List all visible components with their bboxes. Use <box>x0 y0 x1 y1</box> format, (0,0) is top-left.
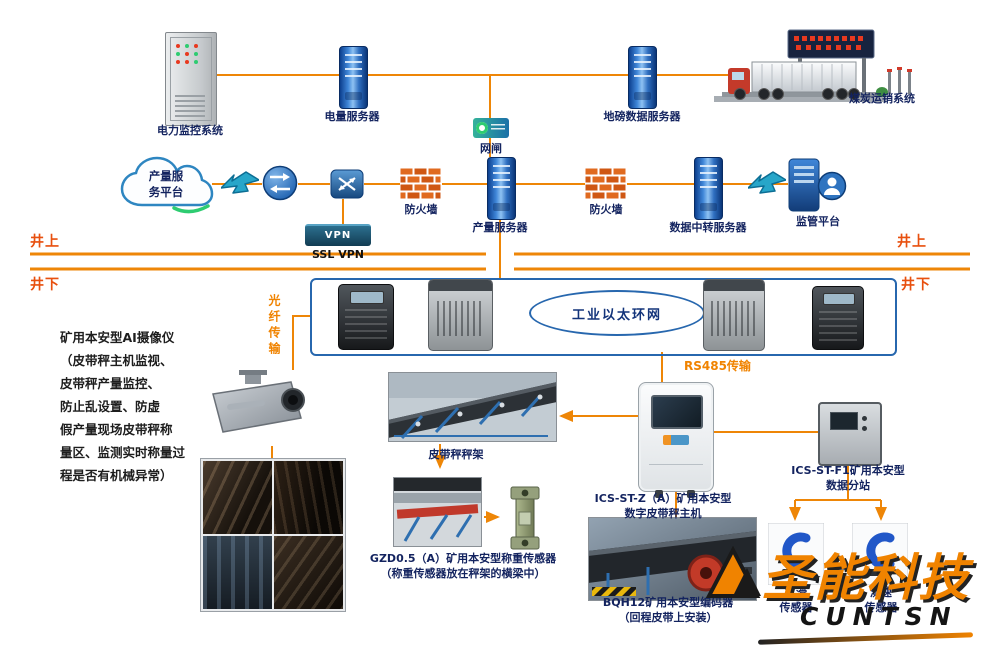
substation-label: ICS-ST-F1矿用本安型 数据分站 <box>791 464 905 492</box>
weighbridge-server-label: 地磅数据服务器 <box>603 110 681 123</box>
belt-frame-label: 皮带秤秤架 <box>428 448 484 461</box>
supervision-label: 监管平台 <box>796 215 840 228</box>
zone-surface-left: 井上 <box>30 234 60 250</box>
sensor-left-label: 打滑 传感器 <box>779 586 813 614</box>
indicator-lights-icon <box>176 44 202 68</box>
ai-camera-icon <box>212 370 305 433</box>
substation-button <box>862 416 867 421</box>
sensor-right-label: 测速 传感器 <box>864 586 898 614</box>
relay-server-label: 数据中转服务器 <box>669 221 747 234</box>
device-screen <box>349 290 385 304</box>
rs485-transmission-label: RS485传输 <box>684 359 751 373</box>
device-ridges <box>436 301 485 336</box>
cctv-feed-3 <box>203 536 272 609</box>
fiber-transmission-label: 光纤传输 <box>267 294 281 358</box>
supervision-platform-icon <box>788 158 847 212</box>
slip-sensor-icon <box>768 523 824 585</box>
ring-device-1 <box>338 284 394 350</box>
firewall-right-label: 防火墙 <box>589 203 623 216</box>
network-gap-icon <box>473 118 509 138</box>
brand-logo-icon <box>705 546 761 598</box>
weighbridge-server-icon <box>628 46 657 109</box>
firewall-left-label: 防火墙 <box>404 203 438 216</box>
truck-weighbridge-icon <box>714 29 912 102</box>
gateway-label: 网闸 <box>480 142 502 155</box>
vpn-device-icon: VPN <box>305 224 371 246</box>
cctv-feed-1 <box>203 461 272 534</box>
production-server-icon <box>487 157 516 220</box>
relay-server-icon <box>694 157 723 220</box>
zone-surface-right: 井上 <box>897 234 927 250</box>
device-ridges <box>819 310 857 342</box>
belt-detail-photo <box>393 477 482 547</box>
encoder-photo <box>588 517 757 601</box>
encoder-label: BQH12矿用本安型编码器 （回程皮带上安装） <box>602 596 734 624</box>
load-cell-icon <box>510 486 540 550</box>
cable-gland <box>687 490 695 498</box>
production-server-label: 产量服务器 <box>472 221 528 234</box>
brand-watermark-en: CUNTSN <box>800 602 958 631</box>
cable-gland <box>655 490 663 498</box>
load-cell-label: GZD0.5（A）矿用本安型称重传感器 （称重传感器放在秤架的横梁中） <box>369 552 557 580</box>
router-icon <box>262 165 298 201</box>
ai-camera-description: 矿用本安型AI摄像仪 （皮带秤主机监视、 皮带秤产量监控、 防止乱设置、防虚 假… <box>60 330 186 483</box>
device-ridges <box>711 301 757 336</box>
brand-watermark-cn: 圣能科技 <box>762 549 970 607</box>
lightning-icon <box>221 171 259 194</box>
data-substation-icon <box>818 402 882 466</box>
ring-device-2 <box>428 279 493 351</box>
belt-scale-host-icon <box>638 382 714 498</box>
host-panel-line <box>649 464 703 465</box>
host-label: ICS-ST-Z（A）矿用本安型 数字皮带秤主机 <box>594 492 732 520</box>
firewall-icon <box>400 168 442 200</box>
cloud-icon <box>120 156 214 214</box>
lightning-icon <box>748 171 786 194</box>
cctv-feed-2 <box>274 461 343 534</box>
speed-sensor-icon <box>852 523 908 585</box>
firewall-icon <box>585 168 627 200</box>
power-cabinet-icon <box>165 32 217 126</box>
zone-underground-left: 井下 <box>30 277 60 293</box>
ring-network-box <box>310 278 897 356</box>
power-server-icon <box>339 46 368 109</box>
ssl-vpn-label: SSL VPN <box>312 248 364 261</box>
substation-button <box>862 426 867 431</box>
switch-icon <box>330 169 364 199</box>
cabinet-vent-icon <box>175 95 205 117</box>
industrial-ethernet-ring: 工业以太环网 <box>529 290 705 336</box>
coal-sales-label: 煤炭运销系统 <box>849 92 915 105</box>
power-cabinet-door <box>170 37 212 121</box>
cloud-platform-label: 产量服 务平台 <box>148 169 184 199</box>
host-screen <box>651 395 703 429</box>
device-screen <box>823 292 855 306</box>
cctv-quad-view <box>200 458 346 612</box>
belt-scale-frame-photo <box>388 372 557 442</box>
zone-underground-right: 井下 <box>901 277 931 293</box>
power-monitor-label: 电力监控系统 <box>157 124 223 137</box>
host-logo <box>663 435 689 445</box>
power-server-label: 电量服务器 <box>324 110 380 123</box>
ring-device-4 <box>812 286 864 350</box>
cctv-feed-4 <box>274 536 343 609</box>
substation-screen <box>830 412 858 430</box>
ring-device-3 <box>703 279 765 351</box>
device-ridges <box>345 309 387 342</box>
